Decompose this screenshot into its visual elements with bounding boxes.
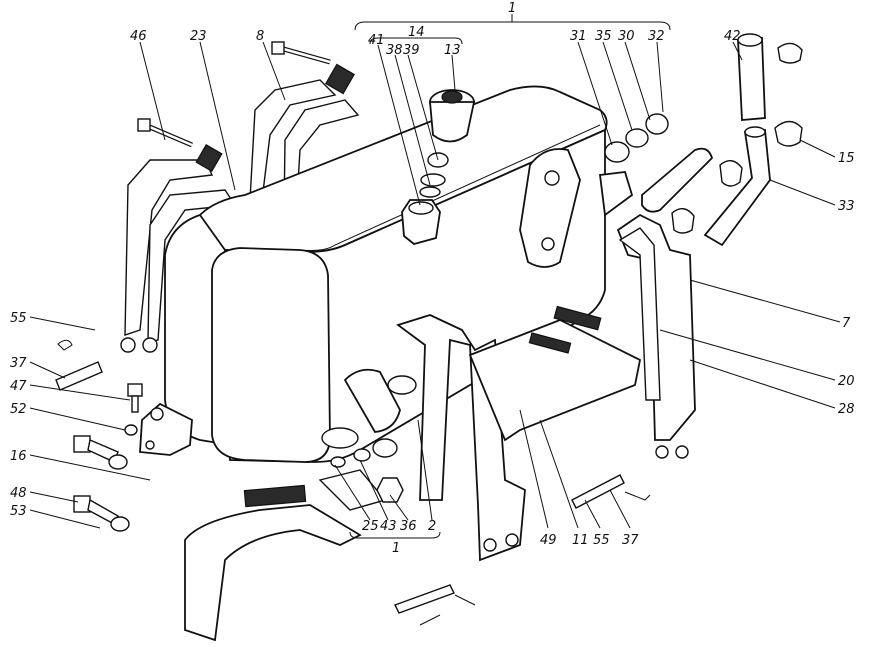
- sender-flange: [519, 148, 581, 268]
- label-55-bottom: 55: [593, 533, 610, 548]
- strap-clamp-top: [195, 63, 355, 172]
- label-46: 46: [130, 29, 147, 44]
- label-7: 7: [842, 316, 851, 331]
- label-30: 30: [618, 29, 635, 44]
- label-28: 28: [838, 402, 855, 417]
- label-35: 35: [595, 29, 612, 44]
- drain-fittings: [321, 368, 417, 503]
- label-47: 47: [10, 379, 27, 394]
- label-42: 42: [724, 29, 741, 44]
- label-32: 32: [648, 29, 665, 44]
- label-39: 39: [403, 43, 420, 58]
- bolt-8: [271, 41, 331, 65]
- pipe-33: [703, 126, 771, 247]
- label-20: 20: [838, 374, 855, 389]
- label-23: 23: [190, 29, 207, 44]
- left-rear-strap: [120, 159, 237, 353]
- label-1-top: 1: [508, 1, 516, 16]
- label-8: 8: [256, 29, 264, 44]
- right-strap-7-20: [616, 213, 696, 459]
- label-13: 13: [444, 43, 461, 58]
- leader-lines: [29, 41, 841, 529]
- label-55: 55: [10, 311, 27, 326]
- group-bracket-1-top: [354, 14, 671, 31]
- label-33: 33: [838, 199, 855, 214]
- support-bracket-front: [184, 469, 387, 642]
- fuel-tank-body: [164, 85, 608, 463]
- label-16: 16: [10, 449, 27, 464]
- part-labels: 46 23 8 1 14 41 38 39 13 31 35 30 32 42 …: [10, 1, 855, 556]
- washer-52: [124, 424, 138, 436]
- clamp-15: [671, 42, 803, 234]
- rings-31-35-30-32: [604, 113, 669, 163]
- label-14: 14: [408, 25, 425, 40]
- label-43: 43: [380, 519, 397, 534]
- group-bracket-14: [369, 37, 463, 45]
- label-52: 52: [10, 402, 27, 417]
- group-bracket-1-bottom: [349, 531, 441, 539]
- label-37: 37: [10, 356, 27, 371]
- fuel-hose: [641, 147, 714, 213]
- label-1-bottom: 1: [392, 541, 400, 556]
- support-bracket-11-28: [468, 305, 642, 442]
- bolt-47: [127, 383, 143, 413]
- label-38: 38: [386, 43, 403, 58]
- hose-42: [737, 33, 766, 121]
- label-25: 25: [362, 519, 379, 534]
- nut-41: [401, 199, 441, 245]
- label-37-bottom: 37: [622, 533, 639, 548]
- pin-37-bottom: [394, 474, 651, 626]
- bolt-53: [73, 495, 130, 532]
- outlet-pipe: [598, 171, 634, 217]
- label-48: 48: [10, 486, 27, 501]
- label-41: 41: [368, 33, 385, 48]
- filler-neck-13: [429, 89, 476, 143]
- bolt-48: [73, 435, 128, 470]
- pin-37-left: [55, 339, 103, 391]
- label-2: 2: [428, 519, 436, 534]
- bracket-16: [139, 402, 193, 456]
- label-49: 49: [540, 533, 557, 548]
- bolt-46: [137, 118, 193, 148]
- label-36: 36: [400, 519, 417, 534]
- label-53: 53: [10, 504, 27, 519]
- label-11: 11: [572, 533, 589, 548]
- label-31: 31: [570, 29, 587, 44]
- label-15: 15: [838, 151, 855, 166]
